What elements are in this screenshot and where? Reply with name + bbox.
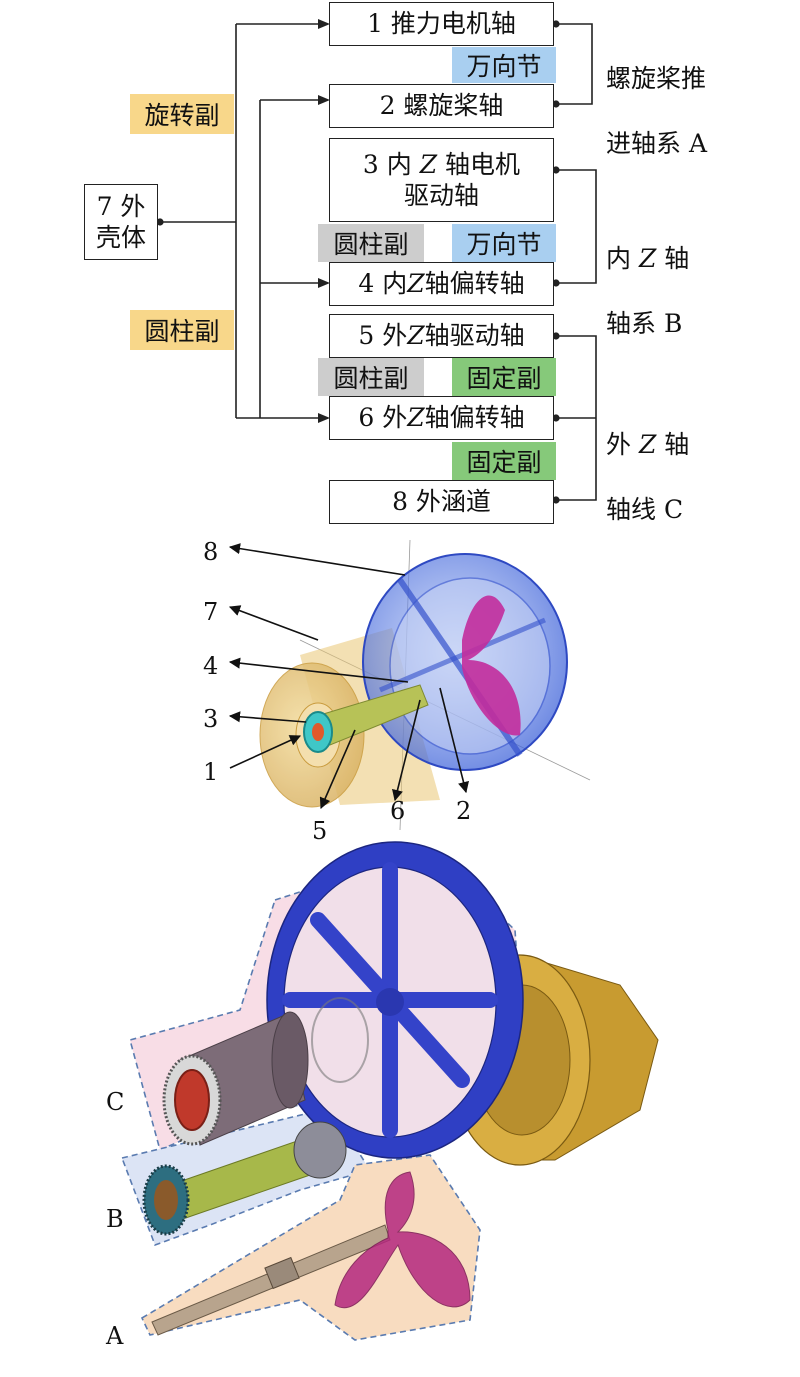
group-marker-b: B (106, 1205, 124, 1233)
diagram-connectors (156, 19, 597, 504)
joint-cylinder-tag-left: 圆柱副 (130, 310, 234, 350)
propeller-shaft-render-a (151, 1171, 471, 1336)
joint-universal-tag-b: 万向节 (452, 224, 556, 262)
joint-rotation-tag: 旋转副 (130, 94, 234, 134)
callout-label-8: 8 (203, 538, 219, 566)
joint-cylinder-tag-b: 圆柱副 (318, 224, 424, 262)
joint-fixed-tag-2: 固定副 (452, 442, 556, 480)
group-marker-a: A (106, 1322, 124, 1350)
callout-label-5: 5 (312, 817, 328, 845)
callout-label-7: 7 (203, 598, 219, 626)
callout-label-1: 1 (203, 758, 219, 786)
node-outer-z-deflection-shaft: 6 外 Z 轴偏转轴 (329, 396, 554, 440)
node-outer-z-drive-shaft: 5 外 Z 轴驱动轴 (329, 314, 554, 358)
propeller-render-mid (462, 595, 521, 736)
node-propeller-shaft: 2 螺旋桨轴 (329, 84, 554, 128)
joint-cylinder-tag-c: 圆柱副 (318, 358, 424, 396)
callout-label-4: 4 (203, 652, 219, 680)
duct-render-bottom (266, 841, 524, 1159)
node-outer-housing: 7 外 壳体 (84, 184, 158, 260)
group-label-c: 外 Z 轴 轴线 C (606, 429, 690, 524)
motor-tube-render-c (162, 997, 369, 1146)
joint-universal-tag-a: 万向节 (452, 47, 556, 83)
drive-shaft-render-b (142, 1121, 347, 1236)
node-inner-z-deflection-shaft: 4 内 Z 轴偏转轴 (329, 262, 554, 306)
callout-label-2: 2 (456, 797, 472, 825)
group-label-b: 内 Z 轴 轴系 B (606, 243, 690, 338)
group-marker-c: C (106, 1088, 125, 1116)
shaft-render-mid (303, 684, 429, 753)
node-inner-z-motor-drive-shaft: 3 内 Z 轴电机 驱动轴 (329, 138, 554, 222)
node-outer-duct: 8 外涵道 (329, 480, 554, 524)
node-thrust-motor-shaft: 1 推力电机轴 (329, 2, 554, 46)
joint-fixed-tag-1: 固定副 (452, 358, 556, 396)
group-label-a: 螺旋桨推 进轴系 A (606, 63, 708, 158)
callout-label-3: 3 (203, 705, 219, 733)
callout-label-6: 6 (390, 797, 406, 825)
